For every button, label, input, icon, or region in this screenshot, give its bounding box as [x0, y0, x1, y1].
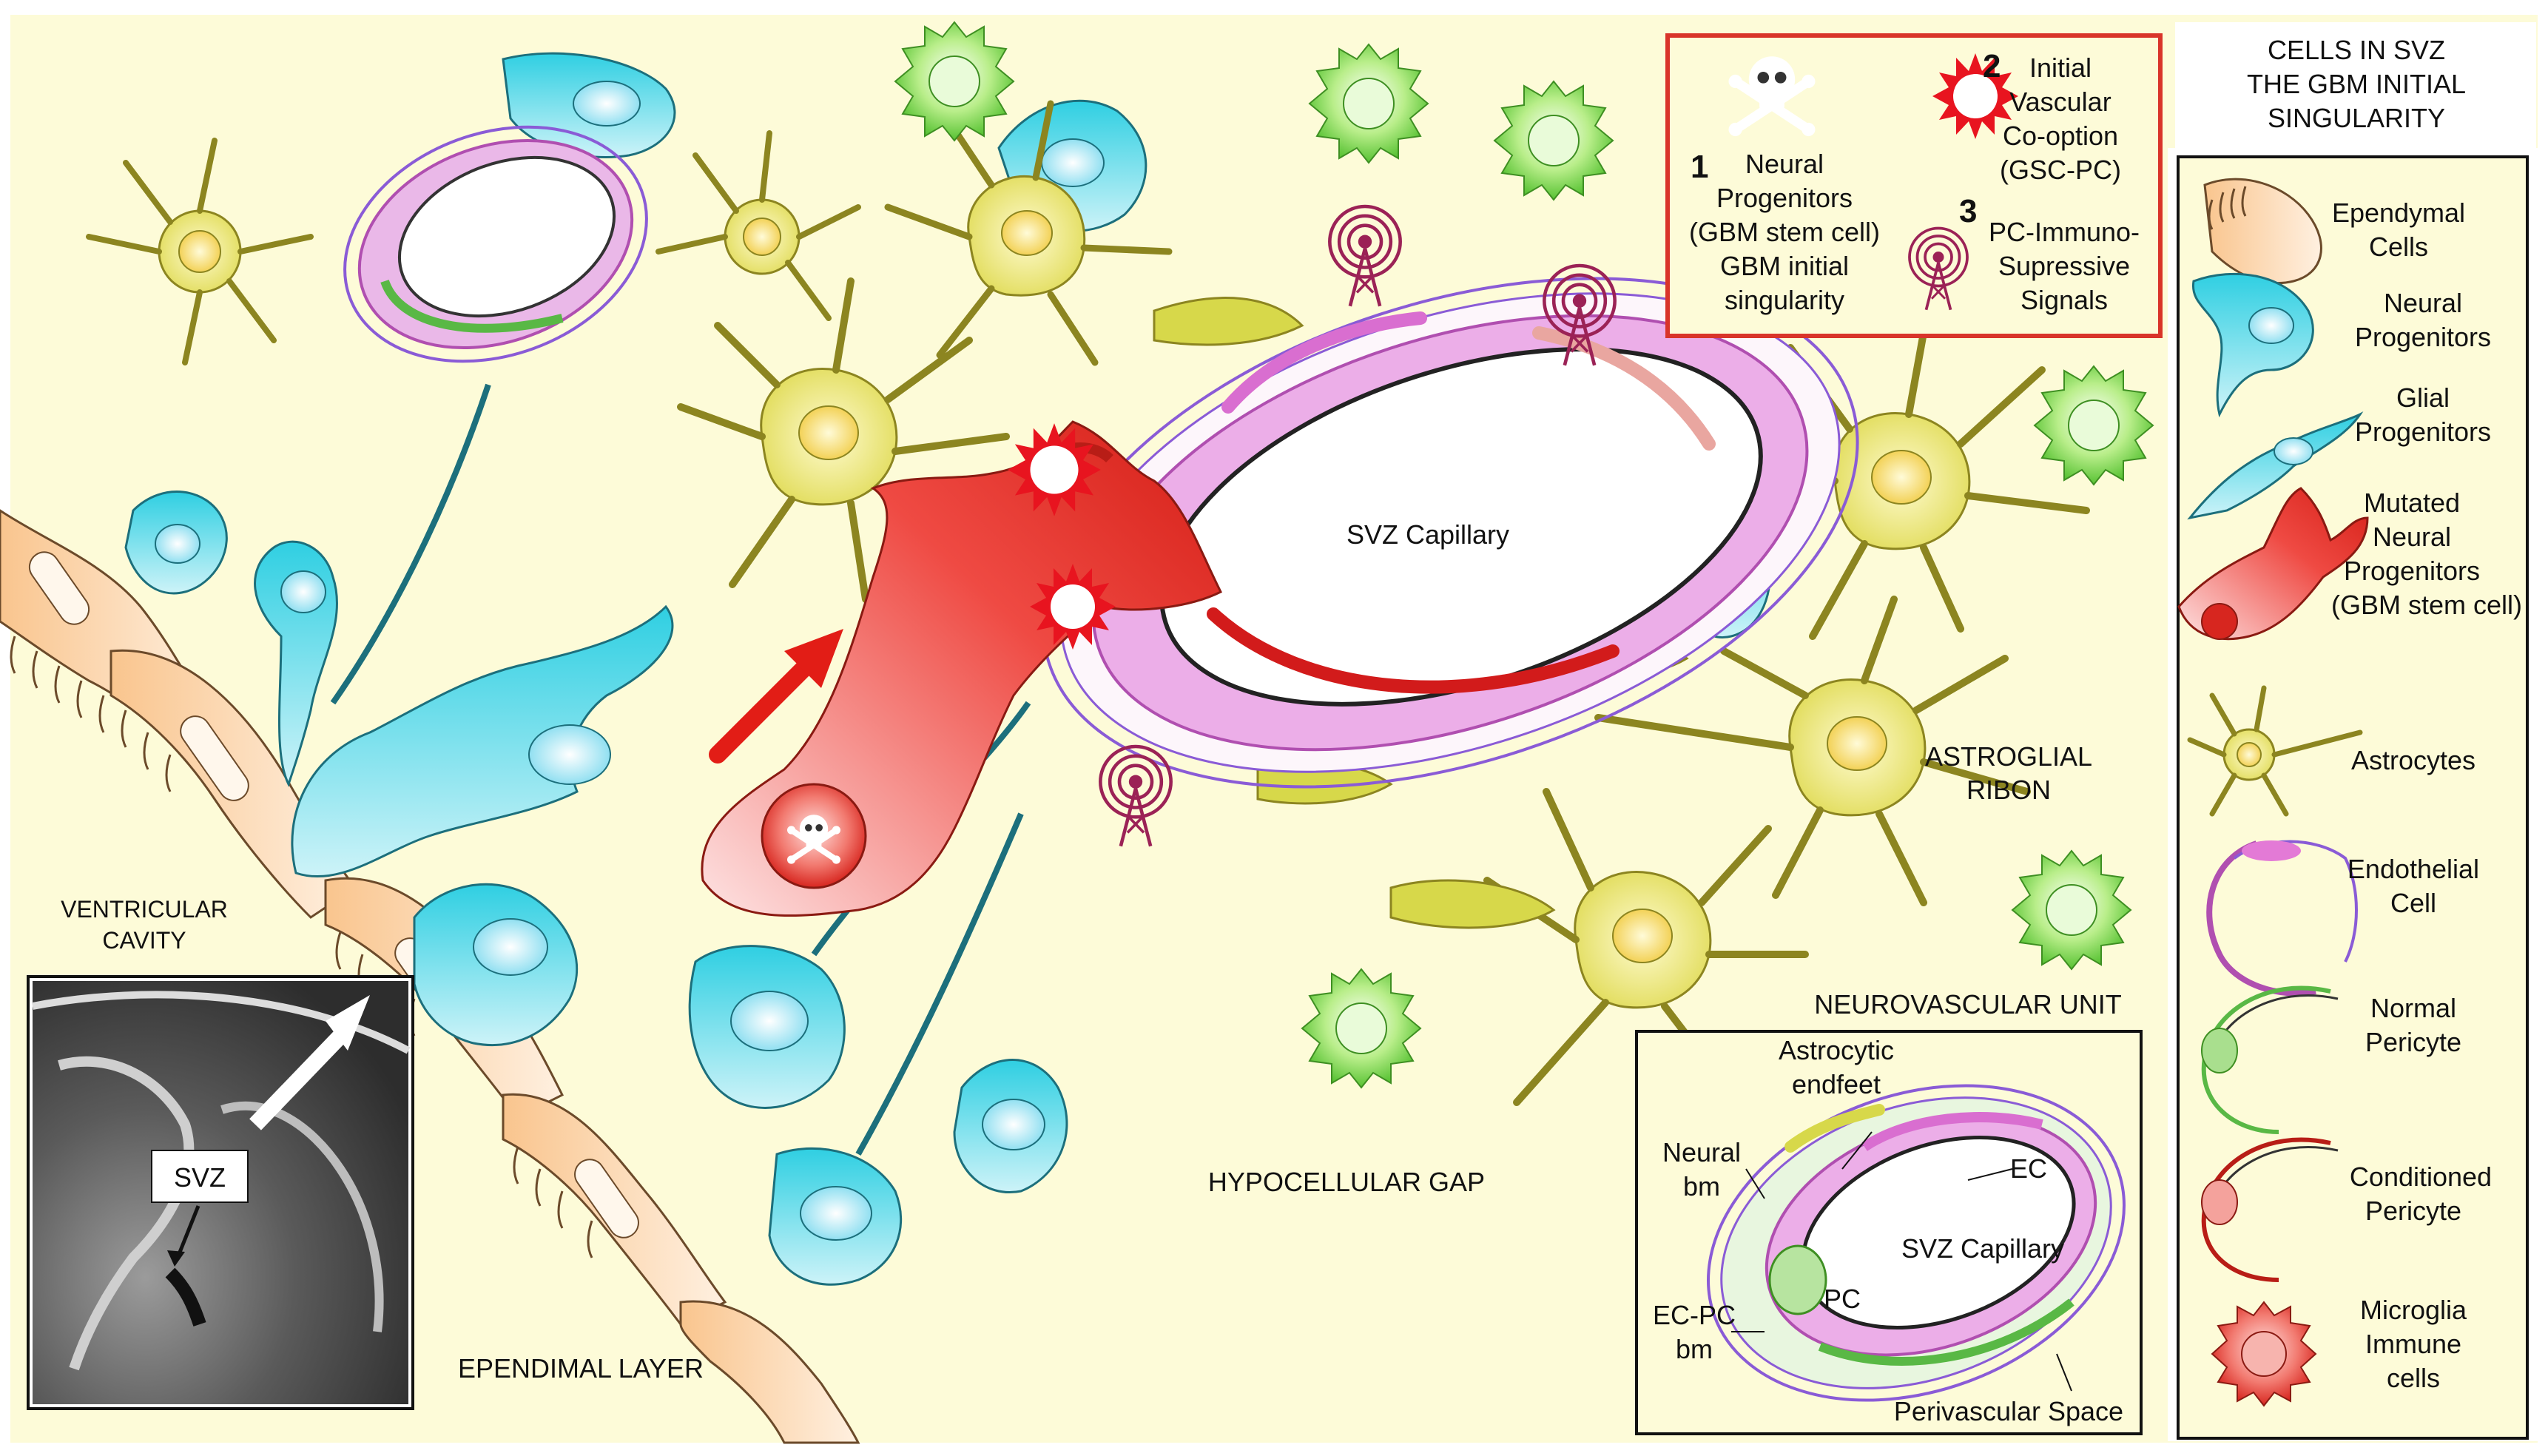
legend-conditioned-pericyte-2: Pericyte: [2365, 1196, 2461, 1226]
event-2-line-4: (GSC-PC): [2000, 155, 2121, 185]
legend-mutated-2: Neural: [2373, 522, 2451, 552]
legend-panel: Ependymal Cells Neural Progenitors Glial…: [2168, 148, 2538, 1441]
nvu-title: NEUROVASCULAR UNIT: [1814, 989, 2121, 1019]
legend-endothelial-1: Endothelial: [2348, 854, 2479, 884]
event-2-number: 2: [1983, 48, 2001, 84]
legend-microglia-1: Microglia: [2360, 1295, 2467, 1325]
legend-glial-1: Glial: [2396, 382, 2450, 413]
legend-mutated-4: (GBM stem cell): [2331, 590, 2522, 620]
nvu-astro-endfeet-1: Astrocytic: [1779, 1035, 1894, 1065]
arrow-icon: [709, 629, 843, 764]
nvu-neural-bm-2: bm: [1683, 1171, 1720, 1201]
nvu-ec: EC: [2010, 1153, 2047, 1184]
nvu-astro-endfeet-2: endfeet: [1792, 1069, 1881, 1099]
legend-neural-2: Progenitors: [2355, 322, 2491, 352]
nvu-ecpc-bm-1: EC-PC: [1653, 1300, 1736, 1330]
legend-neural-1: Neural: [2384, 288, 2462, 318]
nvu-ecpc-bm-2: bm: [1676, 1334, 1713, 1364]
event-1-number: 1: [1691, 149, 1708, 185]
astroglial-label-1: ASTROGLIAL: [1925, 741, 2092, 772]
legend-microglia-2: Immune: [2365, 1329, 2461, 1359]
event-1-line-3: (GBM stem cell): [1689, 217, 1880, 247]
legend-normal-pericyte-1: Normal: [2370, 993, 2456, 1023]
ventricular-label-2: CAVITY: [102, 927, 186, 954]
heading-line-3: SINGULARITY: [2268, 103, 2445, 133]
nvu-pc: PC: [1824, 1284, 1861, 1314]
capillary-label: SVZ Capillary: [1347, 519, 1509, 550]
ventricular-label-1: VENTRICULAR: [61, 896, 228, 923]
hypocellular-label: HYPOCELLULAR GAP: [1208, 1167, 1485, 1197]
mri-inset: SVZ: [27, 975, 414, 1410]
event-2-line-3: Co-option: [2003, 121, 2118, 151]
legend-mutated-1: Mutated: [2364, 488, 2460, 518]
svz-capillary: [1041, 277, 1859, 789]
events-box: 1 Neural Progenitors (GBM stem cell) GBM…: [1665, 33, 2163, 338]
nvu-perivascular: Perivascular Space: [1894, 1396, 2123, 1426]
heading-line-2: THE GBM INITIAL: [2247, 69, 2466, 99]
legend-mutated-3: Progenitors: [2344, 556, 2480, 586]
nvu-neural-bm-1: Neural: [1662, 1137, 1741, 1167]
event-1-line-5: singularity: [1725, 285, 1844, 315]
event-3-line-3: Signals: [2020, 285, 2108, 315]
nvu-capillary: SVZ Capillary: [1901, 1233, 2064, 1264]
legend-ependymal-1: Ependymal: [2332, 198, 2465, 228]
event-1-line-1: Neural: [1745, 149, 1824, 179]
astrocytes: [86, 100, 2090, 1165]
neurovascular-unit-inset: NEUROVASCULAR UNIT Astrocytic endfeet Ne…: [1635, 989, 2143, 1435]
legend-glial-2: Progenitors: [2355, 417, 2491, 447]
event-3-number: 3: [1959, 193, 1977, 229]
event-2-line-1: Initial: [2029, 53, 2092, 83]
astroglial-label-2: RIBON: [1966, 775, 2051, 805]
legend-conditioned-pericyte-1: Conditioned: [2350, 1162, 2492, 1192]
mri-svz-label: SVZ: [174, 1162, 226, 1193]
event-2-line-2: Vascular: [2009, 87, 2111, 117]
ependimal-label: EPENDIMAL LAYER: [458, 1353, 704, 1383]
legend-astrocytes: Astrocytes: [2351, 745, 2475, 775]
event-3-line-2: Supressive: [1998, 251, 2130, 281]
heading-line-1: CELLS IN SVZ: [2268, 35, 2445, 65]
legend-normal-pericyte-2: Pericyte: [2365, 1027, 2461, 1057]
event-1-line-2: Progenitors: [1716, 183, 1853, 213]
legend-ependymal-2: Cells: [2369, 232, 2428, 262]
legend-microglia-3: cells: [2387, 1363, 2440, 1393]
legend-endothelial-2: Cell: [2390, 888, 2436, 918]
event-3-line-1: PC-Immuno-: [1989, 217, 2140, 247]
small-capillary: [343, 125, 648, 363]
event-1-line-4: GBM initial: [1720, 251, 1849, 281]
